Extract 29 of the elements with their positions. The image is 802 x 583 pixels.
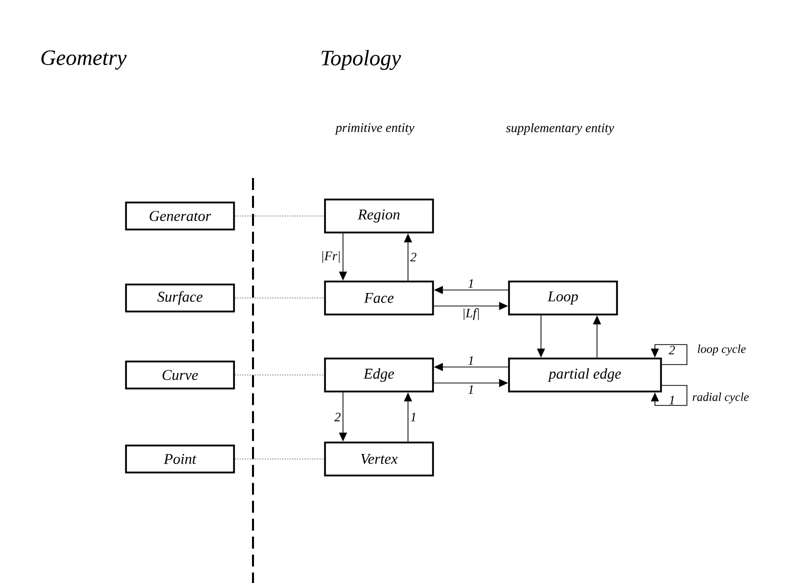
geometry-box: Point (125, 444, 235, 474)
annotation: supplementary entity (506, 123, 614, 135)
edge-label: 2 (334, 412, 341, 422)
connector-line (234, 374, 324, 376)
geometry-box: Generator (125, 202, 235, 230)
annotation: primitive entity (334, 123, 414, 135)
heading: Geometry (41, 50, 127, 70)
entity-box: partial edge (508, 358, 662, 392)
entity-box: Region (324, 198, 434, 234)
connector-line (234, 458, 324, 460)
geometry-box: Curve (125, 360, 235, 390)
edge-label: 1 (410, 412, 416, 422)
entity-box: Vertex (324, 442, 434, 476)
edge-label: 2 (668, 346, 675, 354)
arrow (650, 385, 688, 406)
edge-label: 1 (468, 279, 473, 288)
annotation: radial cycle (692, 392, 749, 404)
edge-label: 1 (669, 396, 674, 404)
annotation: loop cycle (698, 344, 746, 356)
entity-box: Face (324, 280, 434, 316)
entity-box: Edge (324, 358, 434, 392)
heading: Topology (322, 50, 402, 70)
edge-label: 1 (468, 356, 473, 365)
edge-label: 1 (468, 385, 473, 394)
edge-label: 2 (410, 252, 416, 262)
geometry-box: Surface (125, 284, 235, 312)
edge-label: |Fr| (322, 251, 340, 263)
edge-label: |Lf| (464, 308, 479, 320)
entity-box: Loop (508, 280, 618, 316)
